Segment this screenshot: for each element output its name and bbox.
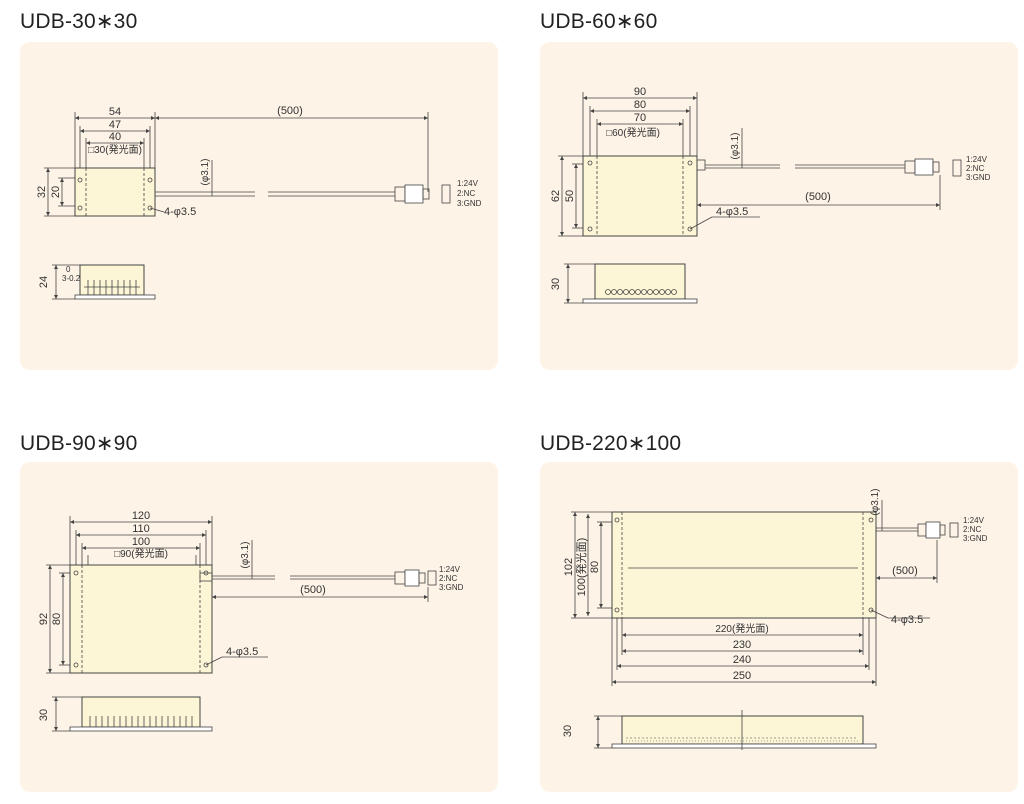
- udb220-width-230: 230: [733, 639, 751, 651]
- udb60-width-90: 90: [634, 86, 646, 98]
- udb30-cable-diameter: (φ3.1): [200, 158, 211, 185]
- title-udb-60x60: UDB-60∗60: [540, 10, 658, 33]
- udb220-width-220-emit: 220(発光面): [715, 622, 768, 635]
- udb60-pin-2: 2:NC: [966, 164, 984, 173]
- udb220-pin-3: 3:GND: [963, 534, 988, 543]
- udb30-pin-1: 1:24V: [457, 179, 479, 188]
- drawing-udb-60x60: 90 80 70 □60(発光面) 62 50 (φ3.1) 1:24V 2:N…: [550, 86, 991, 304]
- udb90-cable-diameter: (φ3.1): [240, 541, 251, 568]
- udb220-width-250: 250: [733, 670, 751, 682]
- udb90-height-92: 92: [38, 613, 50, 625]
- udb60-width-80: 80: [634, 99, 646, 111]
- udb30-width-40: 40: [109, 131, 121, 143]
- udb220-pin-2: 2:NC: [963, 525, 981, 534]
- udb220-pin-1: 1:24V: [963, 516, 985, 525]
- udb60-pin-1: 1:24V: [966, 155, 988, 164]
- udb90-height-80: 80: [51, 613, 63, 625]
- udb30-pin-3: 3:GND: [457, 199, 482, 208]
- udb220-height-80: 80: [589, 561, 601, 573]
- udb220-height-102: 102: [563, 558, 575, 576]
- udb220-width-240: 240: [733, 654, 751, 666]
- udb90-hole-callout: 4-φ3.5: [226, 646, 258, 658]
- title-udb-220x100: UDB-220∗100: [540, 432, 682, 455]
- udb60-height-50: 50: [564, 190, 576, 202]
- udb30-hole-callout: 4-φ3.5: [164, 206, 196, 218]
- udb90-width-110: 110: [132, 523, 150, 535]
- udb30-width-47: 47: [109, 119, 121, 131]
- udb30-tolerance-bottom: 3-0.2: [62, 274, 81, 283]
- udb30-side-height: 24: [38, 276, 50, 288]
- udb90-pin-3: 3:GND: [439, 583, 464, 592]
- udb30-cable-length: (500): [277, 105, 303, 117]
- title-udb-30x30: UDB-30∗30: [20, 10, 138, 33]
- drawing-udb-90x90: 120 110 100 □90(発光面) 92 80 (φ3.1) 1:24V …: [38, 510, 464, 732]
- udb60-pin-3: 3:GND: [966, 173, 991, 182]
- udb30-width-54: 54: [109, 106, 121, 118]
- drawing-udb-30x30: 54 47 40 □30(発光面) (500) 32 20 (φ3.1) 1:2…: [36, 105, 482, 300]
- udb220-height-100-emit: 100(発光面): [574, 538, 588, 597]
- udb220-hole-callout: 4-φ3.5: [891, 614, 923, 626]
- udb90-width-100: 100: [132, 536, 150, 548]
- udb90-emit-label: □90(発光面): [114, 547, 168, 560]
- udb60-hole-callout: 4-φ3.5: [716, 206, 748, 218]
- udb90-pin-1: 1:24V: [439, 565, 461, 574]
- udb60-height-62: 62: [550, 190, 562, 202]
- udb60-cable-length: (500): [805, 191, 831, 203]
- udb90-pin-2: 2:NC: [439, 574, 457, 583]
- udb30-emit-label: □30(発光面): [88, 143, 142, 156]
- udb60-cable-diameter: (φ3.1): [730, 132, 741, 159]
- udb60-emit-label: □60(発光面): [606, 126, 660, 139]
- drawing-udb-220x100: 102 100(発光面) 80 220(発光面) 230 240 250 (φ3…: [562, 488, 988, 750]
- udb220-cable-diameter: (φ3.1): [870, 488, 881, 515]
- udb90-cable-length: (500): [300, 584, 326, 596]
- title-udb-90x90: UDB-90∗90: [20, 432, 138, 455]
- udb30-pin-2: 2:NC: [457, 189, 475, 198]
- udb30-height-20: 20: [50, 186, 62, 198]
- udb30-height-32: 32: [36, 186, 48, 198]
- udb60-width-70: 70: [634, 112, 646, 124]
- udb60-side-height: 30: [550, 278, 562, 290]
- udb30-tolerance-top: 0: [66, 265, 71, 274]
- udb220-side-height: 30: [562, 725, 574, 737]
- udb90-width-120: 120: [132, 510, 150, 522]
- udb90-side-height: 30: [38, 709, 50, 721]
- udb220-cable-length: (500): [892, 565, 918, 577]
